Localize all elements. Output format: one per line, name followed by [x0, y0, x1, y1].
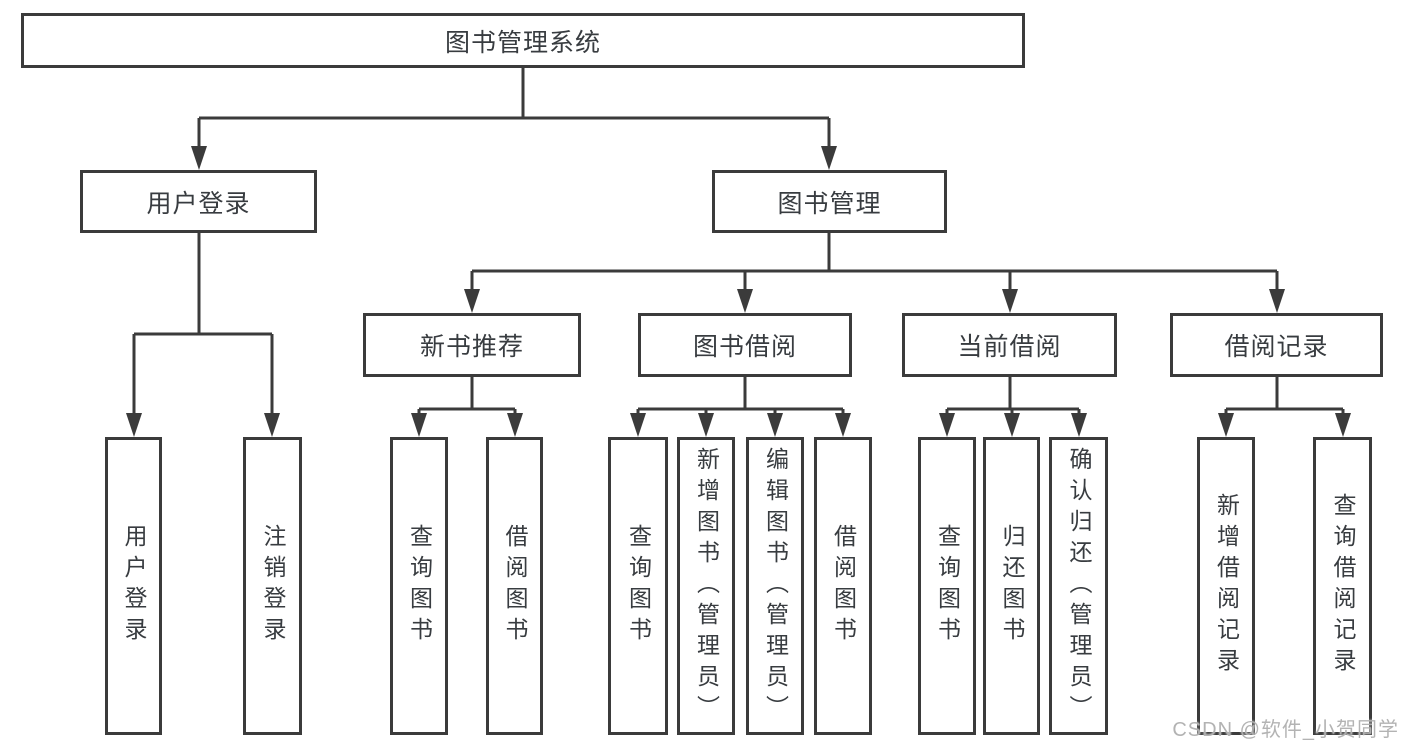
- node-book-borrow: 图书借阅: [638, 313, 852, 377]
- leaf-rec-query-books: 查询图书: [390, 437, 448, 735]
- leaf-rec-borrow-books: 借阅图书: [486, 437, 543, 735]
- node-new-book-recommend: 新书推荐: [363, 313, 581, 377]
- leaf-bb-borrow-books: 借阅图书: [814, 437, 872, 735]
- leaf-cb-query-books: 查询图书: [918, 437, 976, 735]
- leaf-cb-confirm-return-admin: 确认归还（管理员）: [1049, 437, 1108, 735]
- leaf-bb-edit-books-admin: 编辑图书（管理员）: [746, 437, 804, 735]
- leaf-br-add-record: 新增借阅记录: [1197, 437, 1255, 735]
- node-root-library-system: 图书管理系统: [21, 13, 1025, 68]
- leaf-logout: 注销登录: [243, 437, 302, 735]
- leaf-bb-query-books: 查询图书: [608, 437, 668, 735]
- node-user-login: 用户登录: [80, 170, 317, 233]
- leaf-bb-add-books-admin: 新增图书（管理员）: [677, 437, 735, 735]
- node-borrow-records: 借阅记录: [1170, 313, 1383, 377]
- node-current-borrow: 当前借阅: [902, 313, 1117, 377]
- node-book-management: 图书管理: [712, 170, 947, 233]
- leaf-cb-return-books: 归还图书: [983, 437, 1040, 735]
- leaf-br-query-record: 查询借阅记录: [1313, 437, 1372, 735]
- leaf-user-login: 用户登录: [105, 437, 162, 735]
